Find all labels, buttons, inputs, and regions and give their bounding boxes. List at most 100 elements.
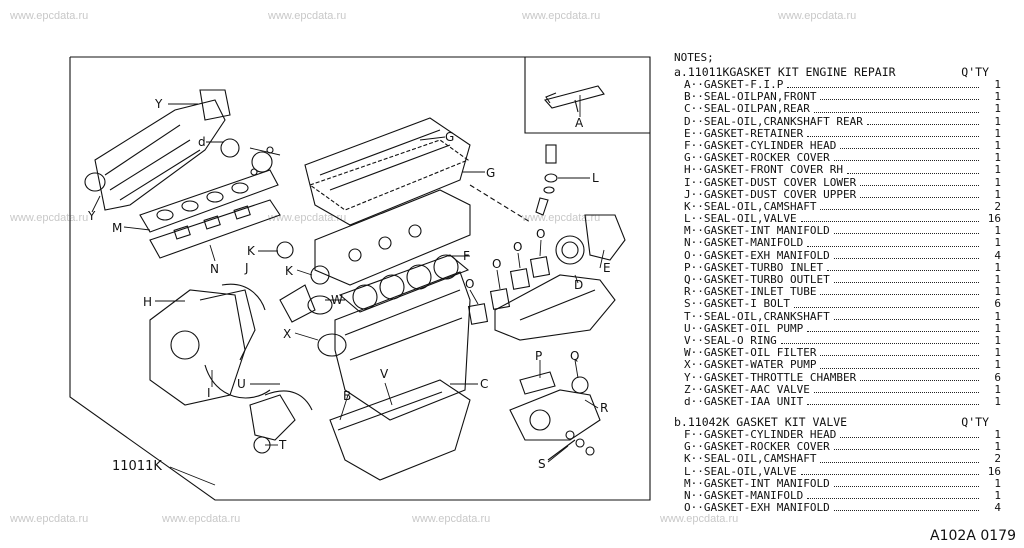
kit-item-letter: L (684, 212, 691, 226)
kit-item-description: GASKET-WATER PUMP (703, 358, 817, 372)
kit-item-letter: M (684, 476, 691, 490)
kit-item-letter: N (684, 236, 691, 250)
kit-item-desc: D··SEAL-OIL,CRANKSHAFT REAR (684, 114, 863, 128)
part-water-pump-gasket (317, 333, 347, 357)
kit-item-qty: 1 (994, 102, 1001, 116)
qty-label: Q'TY (961, 415, 989, 430)
kit-item-description: GASKET-MANIFOLD (703, 489, 804, 502)
kit-item-desc: R··GASKET-INLET TUBE (684, 285, 817, 299)
watermark: www.epcdata.ru (162, 513, 241, 525)
kit-item-qty: 1 (994, 260, 1001, 274)
kit-item-desc: P··GASKET-TURBO INLET (684, 260, 824, 274)
kit-title: b.11042K GASKET KIT VALVE (674, 415, 848, 430)
kit-item-letter: O (684, 501, 691, 515)
kit-item-letter: Q (684, 273, 691, 286)
callout-letter: O (465, 277, 474, 291)
part-crank-pulley-area (249, 394, 296, 441)
callout-letter: L (592, 171, 599, 185)
kit-item-row: U··GASKET-OIL PUMP 1 (684, 321, 1019, 335)
kit-item-qty: 1 (994, 333, 1001, 347)
kit-item-desc: F··GASKET-CYLINDER HEAD (684, 138, 837, 152)
kit-item-qty: 1 (994, 489, 1001, 502)
kit-item-description: GASKET-INT MANIFOLD (703, 224, 830, 238)
kit-item-description: GASKET-AAC VALVE (703, 382, 810, 396)
kit-item-qty: 1 (994, 358, 1001, 372)
kit-item-letter: N (684, 489, 691, 502)
callout-letter: V (380, 367, 389, 381)
part-number-label: 11011K (112, 459, 162, 474)
kit-item-description: GASKET-TURBO OUTLET (703, 273, 830, 286)
part-dust-cover-upper (221, 283, 266, 311)
callout-letter: W (331, 293, 343, 307)
callout-letter: G (486, 166, 495, 180)
kit-item-description: GASKET-EXH MANIFOLD (703, 501, 830, 515)
callout-letter: B (343, 389, 351, 403)
watermark: www.epcdata.ru (412, 513, 491, 525)
kit-item-description: GASKET-MANIFOLD (703, 236, 804, 250)
callout-letter: U (237, 377, 246, 391)
part-camshaft-seal (276, 241, 294, 259)
kit-item-desc: L··SEAL-OIL,VALVE (684, 212, 797, 226)
kit-item-qty: 2 (994, 199, 1001, 213)
kit-item-letter: O (684, 248, 691, 262)
part-front-cover (149, 289, 256, 406)
kit-item-desc: U··GASKET-OIL PUMP (684, 321, 804, 335)
kit-item-qty: 6 (994, 370, 1001, 384)
kit-item-letter: V (684, 333, 691, 347)
part-dust-cover-lower (204, 364, 271, 399)
part-i-bolt (547, 430, 595, 461)
kit-item-qty: 1 (994, 138, 1001, 152)
kit-item-description: GASKET-INLET TUBE (703, 285, 817, 299)
kit-item-qty: 4 (994, 248, 1001, 262)
kit-item-letter: G (684, 440, 691, 454)
kit-item-letter: d (684, 394, 691, 408)
watermark: www.epcdata.ru (268, 212, 347, 224)
kit-item-description: SEAL-OIL,CAMSHAFT (703, 199, 817, 213)
callout-letter: G (445, 130, 454, 144)
callout-letter: I (207, 386, 211, 400)
kit-item-desc: T··SEAL-OIL,CRANKSHAFT (684, 309, 830, 323)
qty-label: Q'TY (961, 65, 989, 79)
kit-item-qty: 1 (994, 126, 1001, 140)
watermark: www.epcdata.ru (10, 212, 89, 224)
kit-item-desc: d··GASKET-IAA UNIT (684, 394, 804, 408)
kit-item-qty: 1 (994, 321, 1001, 335)
callout-letter: H (143, 295, 152, 309)
callout-letter: A (575, 116, 584, 130)
kit-item-qty: 1 (994, 224, 1001, 238)
kit-item-letter: T (684, 309, 691, 323)
kit-item-qty: 4 (994, 501, 1001, 515)
kit-item-qty: 16 (987, 464, 1001, 478)
kit-item-description: GASKET-EXH MANIFOLD (703, 248, 830, 262)
callout-letter: C (480, 377, 488, 391)
part-intake-manifold-gasket (139, 169, 279, 233)
kit-item-qty: 1 (994, 114, 1001, 128)
part-oil-pump-gasket (264, 390, 313, 411)
kit-item-qty: 1 (994, 428, 1001, 442)
part-exhaust-manifold (494, 274, 616, 341)
kit-item-description: SEAL-OIL,CRANKSHAFT REAR (703, 114, 863, 128)
kit-item-qty: 2 (994, 452, 1001, 466)
kit-item-description: GASKET-ROCKER COVER (703, 440, 830, 454)
kit-item-letter: K (684, 199, 691, 213)
kit-item-desc: I··GASKET-DUST COVER LOWER (684, 175, 857, 189)
watermark: www.epcdata.ru (660, 513, 739, 525)
callout-letter: K (247, 244, 256, 258)
callout-letter: Y (87, 209, 96, 223)
part-manifold-gasket (149, 199, 281, 259)
inset-frame (524, 57, 650, 134)
part-cylinder-head (314, 189, 471, 286)
